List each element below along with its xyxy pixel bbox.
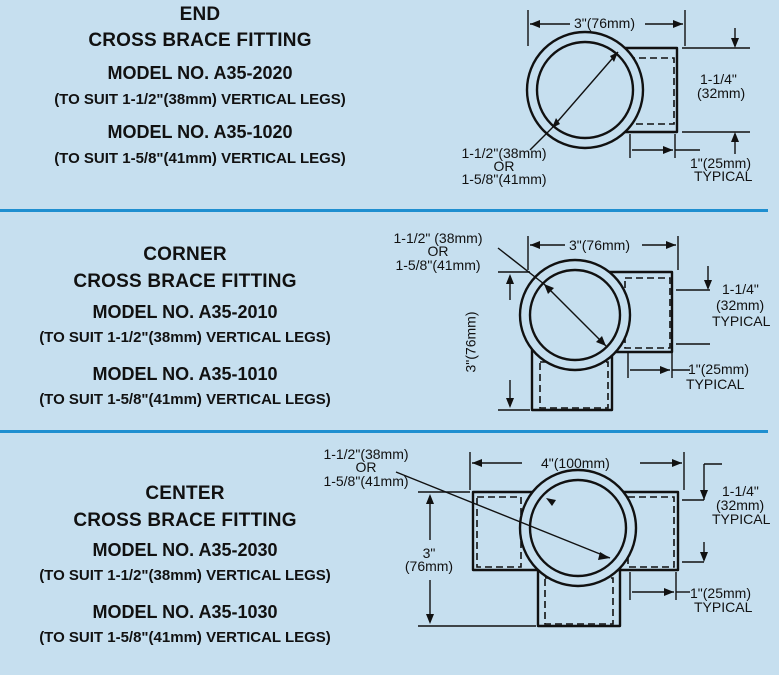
end-title-line2: CROSS BRACE FITTING: [88, 30, 312, 51]
corner-dim-height-mm: (32mm): [716, 297, 765, 313]
center-dim-width: 4"(100mm): [541, 455, 610, 471]
end-suit-1: (TO SUIT 1-1/2"(38mm) VERTICAL LEGS): [54, 91, 346, 108]
corner-model-1: MODEL NO. A35-2010: [92, 302, 278, 322]
section-divider-1: [0, 209, 768, 212]
section-divider-2: [0, 430, 768, 433]
corner-dim-dia-2: 1-5/8"(41mm): [395, 257, 481, 273]
center-dim-dia-2: 1-5/8"(41mm): [323, 473, 409, 489]
end-fitting-drawing: [525, 10, 750, 158]
end-dim-dia-1: 1-1/2"(38mm): [461, 145, 547, 161]
center-dim-depth: 1"(25mm): [690, 585, 751, 601]
center-dim-dia-1: 1-1/2"(38mm): [323, 446, 409, 462]
center-dim-vertical-in: 3": [422, 545, 436, 561]
center-dim-height-mm: (32mm): [716, 497, 765, 513]
end-dim-height-mm: (32mm): [697, 85, 746, 101]
center-model-1: MODEL NO. A35-2030: [92, 540, 278, 560]
center-suit-1: (TO SUIT 1-1/2"(38mm) VERTICAL LEGS): [39, 567, 331, 584]
end-model-2: MODEL NO. A35-1020: [107, 122, 293, 142]
corner-dim-height-typical: TYPICAL: [712, 313, 771, 329]
corner-dim-dia-or: OR: [427, 243, 449, 259]
center-suit-2: (TO SUIT 1-5/8"(41mm) VERTICAL LEGS): [39, 629, 331, 646]
center-title-line1: CENTER: [145, 483, 225, 504]
center-dim-dia-or: OR: [355, 459, 377, 475]
end-dim-depth-typical: TYPICAL: [694, 168, 753, 184]
center-dim-height-typical: TYPICAL: [712, 511, 771, 527]
end-title-line1: END: [179, 4, 221, 25]
center-title-line2: CROSS BRACE FITTING: [73, 510, 297, 531]
end-suit-2: (TO SUIT 1-5/8"(41mm) VERTICAL LEGS): [54, 150, 346, 167]
end-dim-depth: 1"(25mm): [690, 155, 751, 171]
corner-dim-width: 3"(76mm): [569, 237, 630, 253]
end-dim-dia-2: 1-5/8"(41mm): [461, 171, 547, 187]
center-dim-height-in: 1-1/4": [722, 483, 759, 499]
end-model-1: MODEL NO. A35-2020: [107, 63, 293, 83]
corner-suit-2: (TO SUIT 1-5/8"(41mm) VERTICAL LEGS): [39, 391, 331, 408]
center-model-2: MODEL NO. A35-1030: [92, 602, 278, 622]
corner-suit-1: (TO SUIT 1-1/2"(38mm) VERTICAL LEGS): [39, 329, 331, 346]
end-dim-width: 3"(76mm): [574, 15, 635, 31]
corner-dim-depth-typical: TYPICAL: [686, 376, 745, 392]
corner-title-line1: CORNER: [143, 244, 227, 265]
corner-title-line2: CROSS BRACE FITTING: [73, 271, 297, 292]
end-dim-height-in: 1-1/4": [700, 71, 737, 87]
end-dim-dia-or: OR: [493, 158, 515, 174]
center-dim-vertical-mm: (76mm): [404, 558, 454, 574]
center-dim-depth-typical: TYPICAL: [694, 599, 753, 615]
corner-dim-dia-1: 1-1/2" (38mm): [393, 230, 483, 246]
corner-dim-height-in: 1-1/4": [722, 281, 759, 297]
corner-dim-depth: 1"(25mm): [688, 361, 749, 377]
corner-model-2: MODEL NO. A35-1010: [92, 364, 278, 384]
